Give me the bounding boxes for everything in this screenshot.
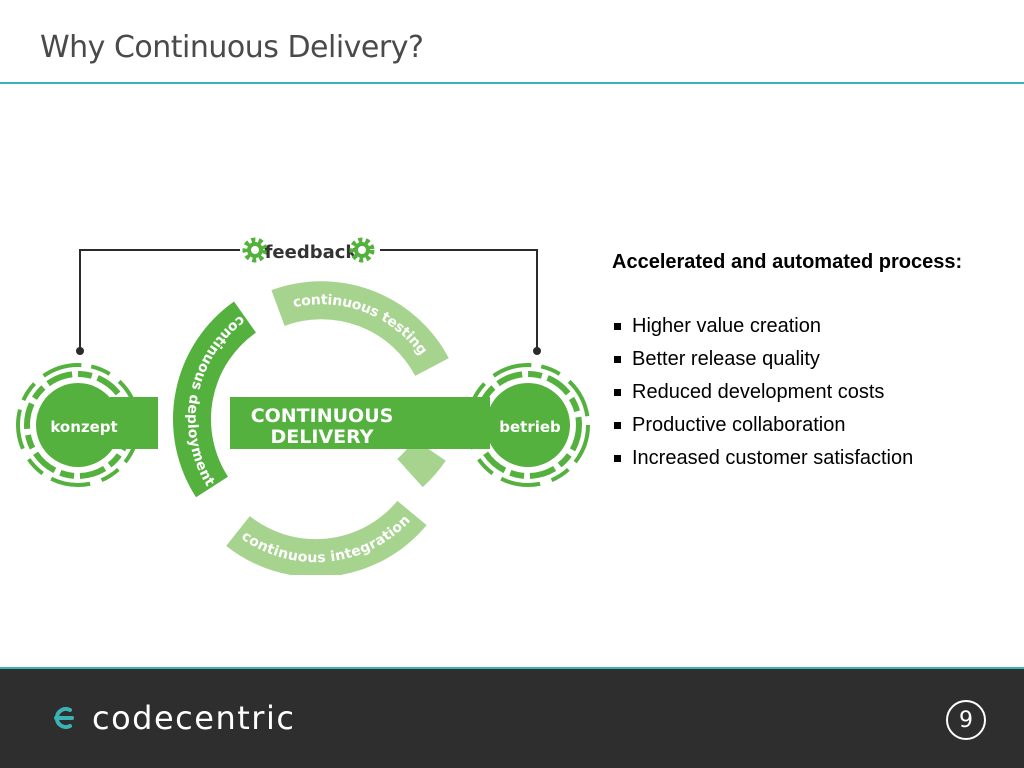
feedback-loop-line	[79, 249, 240, 348]
codecentric-logo-icon	[54, 707, 74, 729]
feedback-endpoint-left	[76, 347, 84, 355]
gear-icon	[349, 237, 375, 263]
list-item: Productive collaboration	[612, 409, 992, 442]
right-node-label: betrieb	[499, 418, 561, 436]
list-item: Increased customer satisfaction	[612, 442, 992, 475]
benefits-panel: Accelerated and automated process: Highe…	[612, 248, 992, 475]
arc-right-segment	[396, 438, 446, 488]
square-bullet-icon	[614, 455, 621, 462]
square-bullet-icon	[614, 323, 621, 330]
brand-name: codecentric	[92, 699, 296, 737]
square-bullet-icon	[614, 389, 621, 396]
continuous-delivery-diagram: feedback CONTINUOUS DELIVERY konzept bet…	[16, 237, 590, 575]
slide-title: Why Continuous Delivery?	[40, 30, 424, 65]
feedback-loop-line-right	[380, 249, 538, 348]
list-item: Higher value creation	[612, 310, 992, 343]
page-number: 9	[946, 700, 986, 740]
benefits-list: Higher value creation Better release qua…	[612, 310, 992, 475]
center-label-line1: CONTINUOUS	[251, 405, 394, 427]
benefits-heading: Accelerated and automated process:	[612, 251, 963, 273]
gear-icon	[242, 237, 268, 263]
brand-logo: codecentric	[46, 699, 295, 737]
node-betrieb: betrieb	[466, 363, 590, 487]
delivery-bar	[230, 397, 490, 449]
list-item: Reduced development costs	[612, 376, 992, 409]
footer-divider	[0, 667, 1024, 669]
node-konzept: konzept	[16, 363, 140, 487]
arc-continuous-testing	[271, 281, 449, 377]
list-item: Better release quality	[612, 343, 992, 376]
left-node-label: konzept	[50, 418, 117, 436]
square-bullet-icon	[614, 422, 621, 429]
title-divider	[0, 82, 1024, 84]
feedback-endpoint-right	[533, 347, 541, 355]
center-label-line2: DELIVERY	[271, 426, 374, 448]
arc-continuous-integration	[226, 500, 427, 575]
footer: codecentric 9	[0, 669, 1024, 768]
arc-continuous-deployment	[173, 301, 257, 498]
feedback-label: feedback	[265, 242, 359, 263]
square-bullet-icon	[614, 356, 621, 363]
